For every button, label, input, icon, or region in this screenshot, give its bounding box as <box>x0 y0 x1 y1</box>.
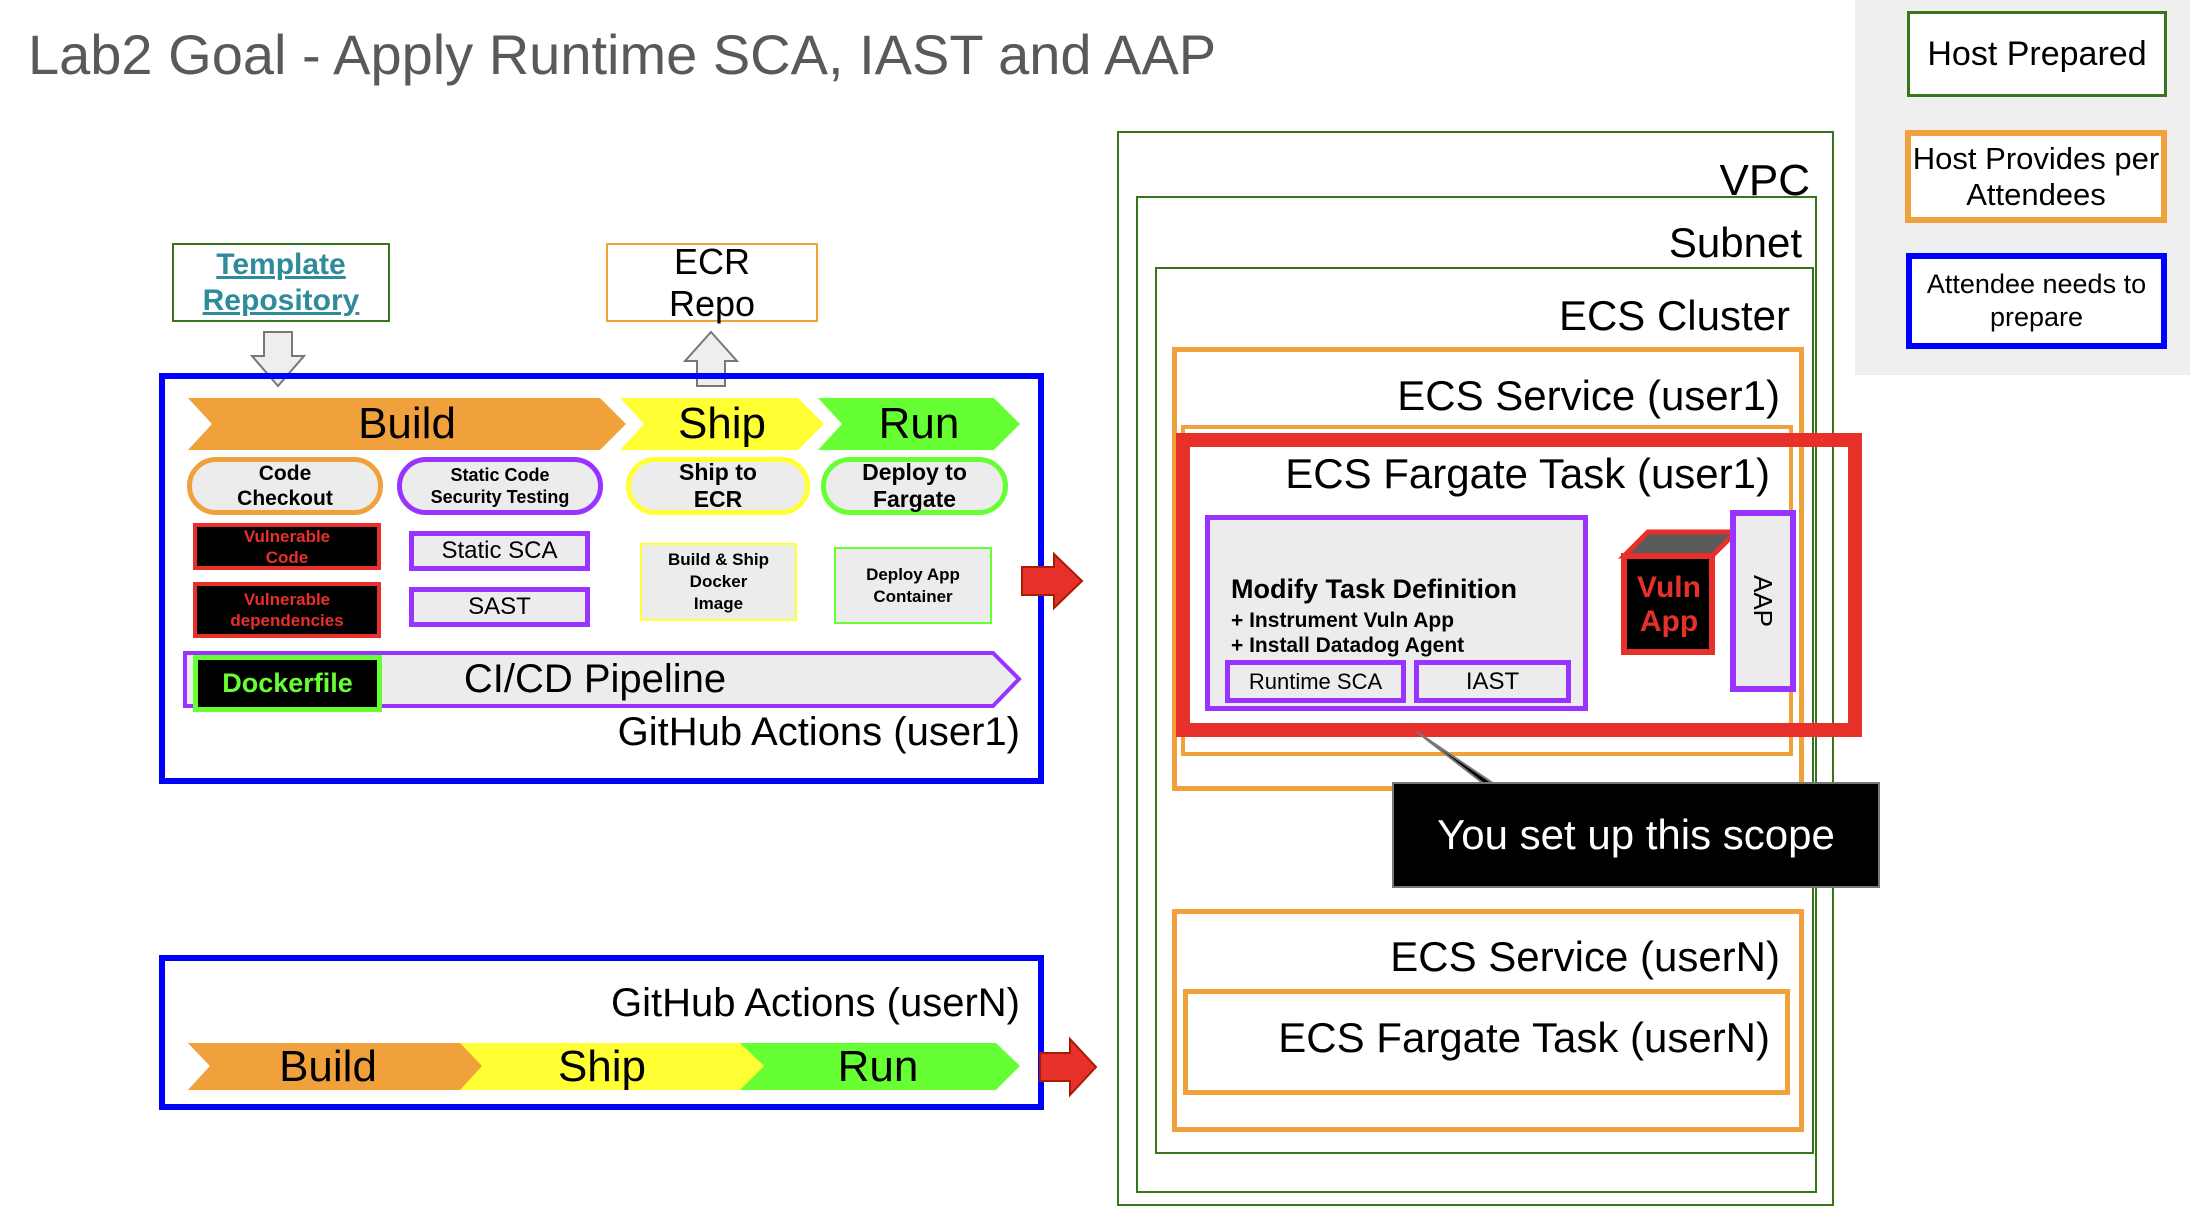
static-code-security-testing: Static Code Security Testing <box>397 457 603 515</box>
ecs-service-user1-label: ECS Service (user1) <box>1397 372 1780 419</box>
vuln-app: Vuln App <box>1627 560 1711 650</box>
ecs-fargate-task-userN <box>1183 989 1790 1095</box>
legend-host-provides: Host Provides per Attendees <box>1905 130 2167 223</box>
template-repository[interactable]: Template Repository <box>172 243 390 322</box>
deploy-app-line2: Container <box>873 586 953 606</box>
stage-build-userN: Build <box>279 1041 377 1091</box>
callout: You set up this scope <box>1392 782 1880 888</box>
deploy-to-fargate: Deploy to Fargate <box>821 457 1008 515</box>
vulnerable-deps-line2: dependencies <box>230 611 344 630</box>
deploy-app-line1: Deploy App <box>866 564 960 584</box>
template-repository-line2[interactable]: Repository <box>202 283 360 317</box>
vuln-app-line1: Vuln <box>1637 571 1701 604</box>
deploy-to-fargate-line1: Deploy to <box>862 459 967 485</box>
github-actions-userN <box>159 955 1044 1110</box>
stage-run-userN: Run <box>837 1041 919 1091</box>
ecs-service-userN <box>1172 909 1804 1132</box>
vulnerable-deps-line1: Vulnerable <box>243 590 331 609</box>
static-sca: Static SCA <box>409 531 590 571</box>
ecr-repo-line1: ECR <box>673 240 750 282</box>
up-arrow-icon <box>682 330 740 387</box>
vulnerable-code-line2: Code <box>265 547 309 567</box>
legend-host-prepared-label: Host Prepared <box>1927 35 2147 73</box>
build-ship-line1: Build & Ship <box>667 550 770 569</box>
legend-attendee-prepares-label: Attendee needs to prepare <box>1926 269 2147 332</box>
ship-to-ecr: Ship to ECR <box>626 457 810 515</box>
task-def-line1: + Instrument Vuln App <box>1231 609 1455 632</box>
vulnerable-code: Vulnerable Code <box>193 523 381 570</box>
aap <box>1730 510 1796 692</box>
build-ship-line3: Image <box>693 594 744 613</box>
legend-host-provides-label: Host Provides per Attendees <box>1912 140 2160 212</box>
stage-run: Run <box>878 399 960 448</box>
ship-to-ecr-line2: ECR <box>693 486 743 512</box>
legend-attendee-prepares: Attendee needs to prepare <box>1906 253 2167 349</box>
ecr-repo: ECR Repo <box>606 240 818 324</box>
ecs-cluster <box>1155 267 1814 1154</box>
ecr-repo-line2: Repo <box>668 282 756 324</box>
red-arrow-icon <box>1021 551 1084 611</box>
down-arrow-icon <box>249 331 307 388</box>
build-chevron <box>188 398 626 450</box>
red-arrow-userN-icon <box>1039 1036 1098 1098</box>
vpc <box>1117 131 1834 1206</box>
task-def-line2: + Install Datadog Agent <box>1231 634 1465 657</box>
cicd-pipeline-arrow <box>183 651 1022 708</box>
build-ship-docker-image: Build & Ship Docker Image <box>640 543 797 621</box>
legend-host-prepared: Host Prepared <box>1907 11 2167 97</box>
task-def-title: Modify Task Definition <box>1231 574 1518 604</box>
scope-highlight <box>1176 433 1862 737</box>
ecs-fargate-task-userN-label: ECS Fargate Task (userN) <box>1278 1014 1770 1061</box>
deploy-app-container: Deploy App Container <box>834 547 992 624</box>
static-testing-line1: Static Code <box>450 465 550 485</box>
vuln-app-cube <box>1617 529 1743 655</box>
ship-to-ecr-line1: Ship to <box>679 459 757 485</box>
page-title: Lab2 Goal - Apply Runtime SCA, IAST and … <box>28 23 1217 86</box>
ecs-fargate-task-user1-label: ECS Fargate Task (user1) <box>1285 450 1770 497</box>
code-checkout: Code Checkout <box>187 457 383 515</box>
iast: IAST <box>1414 660 1571 703</box>
code-checkout-line1: Code <box>258 462 312 485</box>
aap-label: AAP <box>1748 574 1779 628</box>
run-chevron <box>818 398 1020 450</box>
run-chevron-userN <box>736 1043 1020 1090</box>
stage-ship: Ship <box>677 399 767 448</box>
ecs-service-userN-label: ECS Service (userN) <box>1390 933 1780 980</box>
vulnerable-dependencies: Vulnerable dependencies <box>193 582 381 638</box>
ecs-cluster-label: ECS Cluster <box>1558 292 1790 339</box>
cicd-pipeline-label: CI/CD Pipeline <box>463 657 727 701</box>
ship-chevron <box>620 398 824 450</box>
dockerfile: Dockerfile <box>193 655 382 712</box>
code-checkout-line2: Checkout <box>237 487 333 510</box>
stage-ship-userN: Ship <box>557 1041 647 1091</box>
vulnerable-code-line1: Vulnerable <box>243 526 331 546</box>
subnet <box>1136 196 1817 1193</box>
stage-chevrons-user1 <box>188 398 1020 450</box>
sast: SAST <box>409 587 590 627</box>
github-actions-user1-label: GitHub Actions (user1) <box>617 710 1020 754</box>
vuln-app-line2: App <box>1639 605 1699 638</box>
stage-build: Build <box>358 399 456 448</box>
runtime-sca: Runtime SCA <box>1225 660 1406 703</box>
deploy-to-fargate-line2: Fargate <box>872 486 957 512</box>
static-testing-line2: Security Testing <box>430 487 570 507</box>
template-repository-line1[interactable]: Template <box>216 247 346 281</box>
stage-chevrons-userN <box>188 1043 1020 1090</box>
build-ship-line2: Docker <box>689 572 748 591</box>
github-actions-userN-label: GitHub Actions (userN) <box>610 981 1020 1025</box>
subnet-label: Subnet <box>1668 219 1802 266</box>
